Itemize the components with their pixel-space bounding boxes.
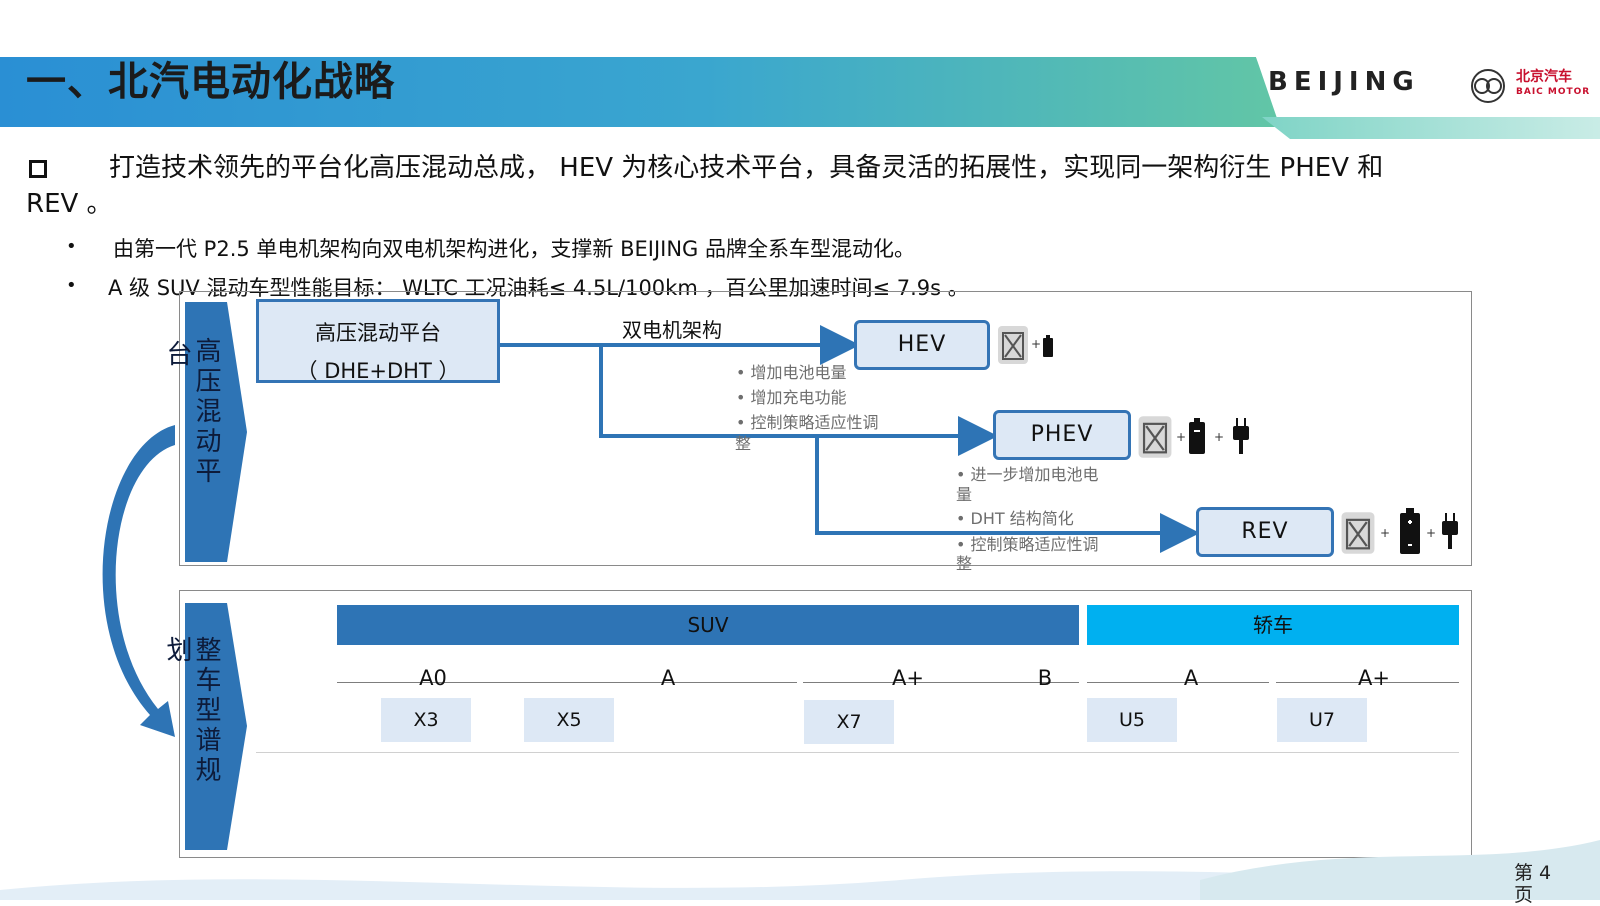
lineup-chevron [185,603,247,850]
upgrade-note: • 控制策略适应性调 [956,535,1099,554]
sub-bullet-text: 由第一代 P2.5 单电机架构向双电机架构进化，支撑新 BEIJING 品牌全系… [113,237,915,261]
platform-chevron [185,302,247,562]
beijing-wordmark-logo: BEIJING [1268,67,1420,96]
page-number-tail: 页 [1514,884,1534,906]
battery-icon [1189,418,1205,454]
page-title: 一、北汽电动化战略 [26,59,395,105]
page-number: 第 4 页 [1514,862,1551,906]
square-bullet-icon [29,160,47,178]
platform-side-label: 高压混动平 [191,337,221,487]
grade-divider [1276,682,1459,683]
curved-flow-arrow-icon [102,425,175,737]
grade-divider [987,682,1079,683]
model-chip: U5 [1087,698,1177,742]
model-chip: X3 [381,698,471,742]
upgrade-note: 量 [956,485,973,504]
grade-label: A [660,666,676,690]
grade-divider [523,682,797,683]
phev-box: PHEV [993,410,1131,460]
grade-divider [1087,682,1269,683]
grade-label: B [1037,666,1053,690]
sub-bullet-text: A 级 SUV 混动车型性能目标： WLTC 工况油耗≤ 4.5L/100km … [108,276,969,300]
upgrade-note: 整 [956,554,973,573]
grade-label: A+ [892,666,924,690]
svg-text:BEIJING: BEIJING [1268,67,1420,96]
decorative-wave [0,840,1600,900]
model-chip: U7 [1277,698,1367,742]
page-number-text: 第 4 [1514,862,1552,884]
fuel-can-icon [1138,416,1172,458]
plug-icon [1442,513,1458,549]
grade-label: A0 [419,666,447,690]
lineup-side-label-tail: 划 [162,636,192,662]
plus-sign: + [1214,430,1225,444]
model-chip: X7 [804,700,894,744]
upgrade-note: • 增加电池电量 [736,363,847,382]
bullet-dot: • [66,275,77,296]
platform-box-title: 高压混动平台 [315,321,441,345]
lineup-side-label: 整车型谱规 [191,636,221,786]
upgrade-note: 整 [735,434,752,453]
grade-divider [337,682,523,683]
battery-icon [1043,335,1053,357]
model-chip: X5 [524,698,614,742]
lineup-diagram-frame [179,590,1472,858]
main-bullet-text: 打造技术领先的平台化高压混动总成， HEV 为核心技术平台，具备灵活的拓展性，实… [26,153,1384,219]
plus-sign: + [1380,526,1391,540]
bullet-dot: • [66,236,77,257]
upgrade-note: • 进一步增加电池电 [956,465,1099,484]
plus-sign: + [1031,337,1042,351]
battery-icon [1400,508,1420,554]
plus-sign: + [1426,526,1437,540]
platform-side-label-tail: 台 [162,340,192,366]
band-sedan: 轿车 [1087,605,1459,645]
architecture-label: 双电机架构 [622,318,722,342]
grade-label: A+ [1358,666,1390,690]
upgrade-note: • 增加充电功能 [736,388,847,407]
upgrade-note: • DHT 结构简化 [956,509,1074,528]
platform-diagram-frame [179,291,1472,566]
grade-label: A [1183,666,1199,690]
fuel-can-icon [1341,512,1375,554]
platform-box-subtitle: （ DHE+DHT ） [296,359,460,383]
grade-divider [803,682,987,683]
hev-box: HEV [854,320,990,370]
fuel-can-icon [998,326,1028,364]
platform-box: 高压混动平台 （ DHE+DHT ） [256,299,500,383]
upgrade-note: • 控制策略适应性调 [736,413,879,432]
brand-en-name: BAIC MOTOR [1516,87,1591,97]
plus-sign: + [1176,430,1187,444]
rev-box: REV [1196,507,1334,557]
plug-icon [1233,418,1249,454]
baic-emblem-icon [1471,69,1505,103]
header-banner [0,57,1600,139]
band-suv: SUV [337,605,1079,645]
lineup-baseline [256,752,1459,753]
brand-cn-name: 北京汽车 [1516,69,1572,85]
